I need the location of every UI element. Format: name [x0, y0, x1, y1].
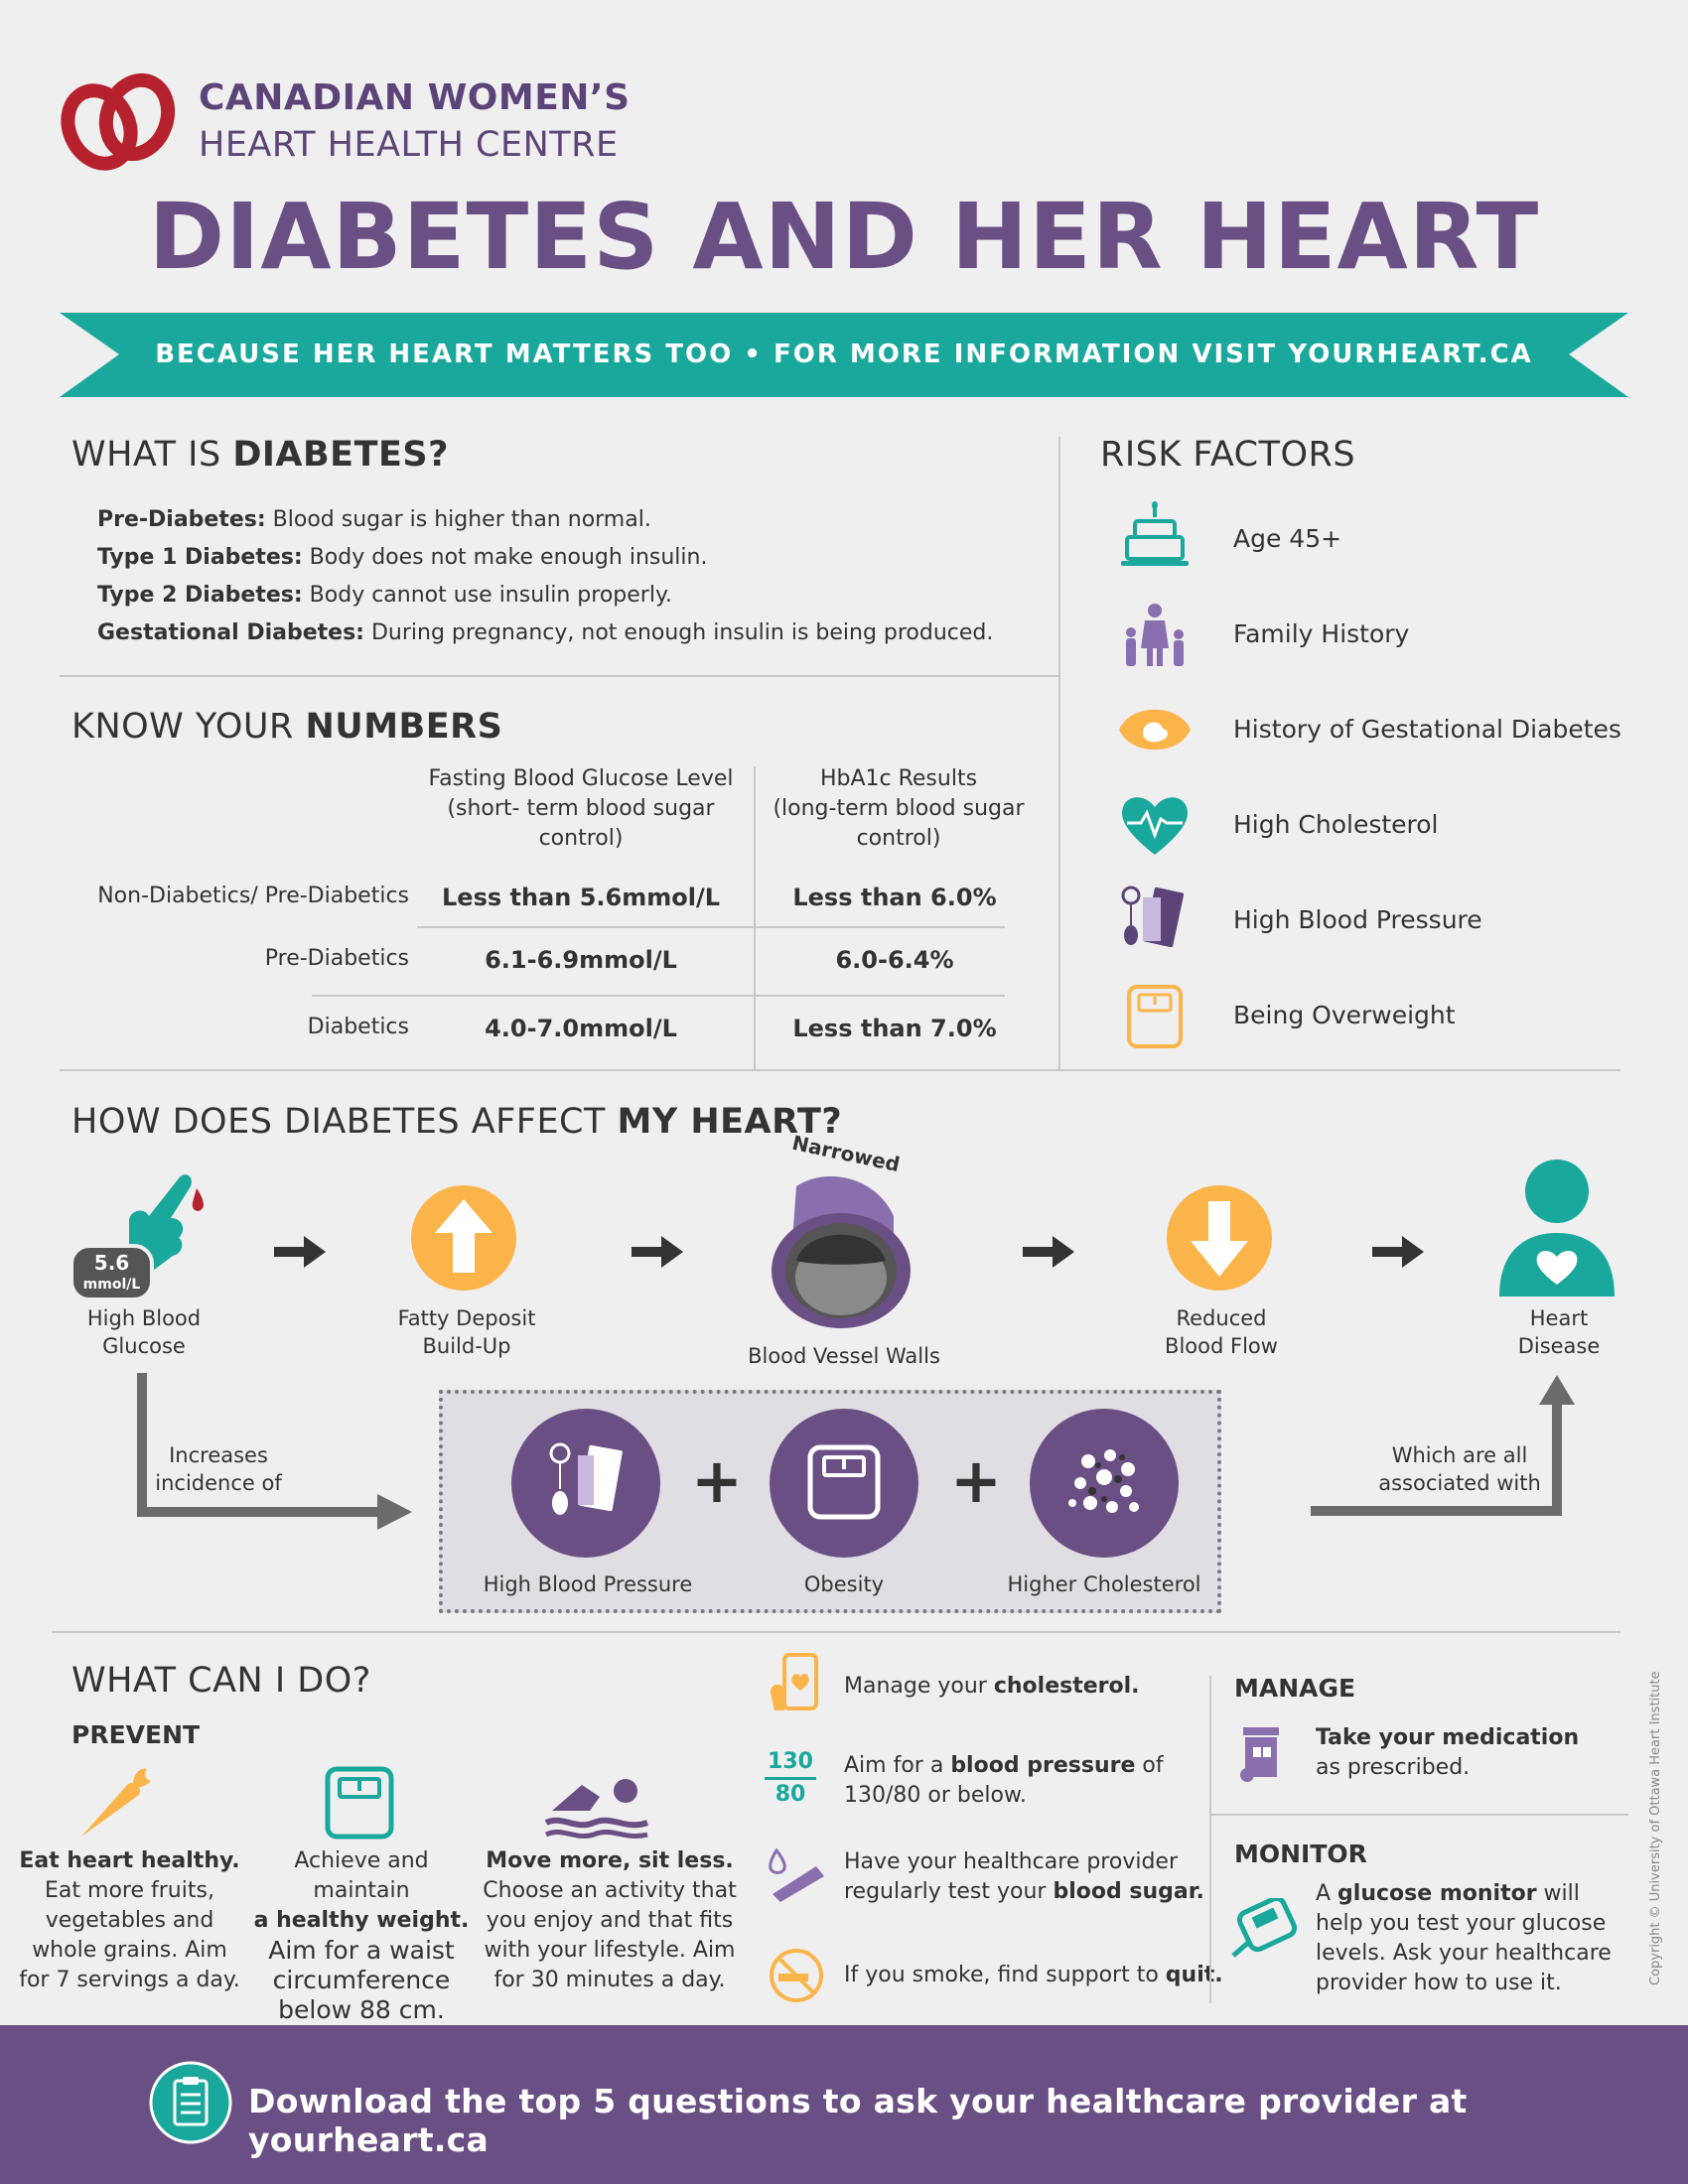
prevent-heading: PREVENT	[71, 1720, 201, 1749]
swimmer-icon	[544, 1779, 649, 1839]
down-arrow-circle-icon	[1167, 1185, 1272, 1291]
prevent-item: Eat heart healthy. Eat more fruits,veget…	[19, 1848, 240, 1992]
family-icon	[1126, 604, 1184, 666]
table-divider	[417, 926, 1005, 928]
definition-item: Type 2 Diabetes: Body cannot use insulin…	[97, 583, 672, 608]
clipboard-icon[interactable]	[149, 2061, 232, 2144]
manage-heading: MANAGE	[1234, 1674, 1356, 1703]
up-arrow-circle-icon	[411, 1185, 516, 1291]
medication-icon	[1240, 1727, 1279, 1782]
arrow-right-icon	[1372, 1236, 1424, 1268]
column-header-fasting: Fasting Blood Glucose Level(short- term …	[428, 766, 734, 851]
monitor-text: A glucose monitor will help you test you…	[1316, 1881, 1612, 1995]
org-name-line2: HEART HEALTH CENTRE	[199, 125, 619, 165]
blood-pressure-monitor-icon	[511, 1409, 660, 1558]
diabetes-definitions: Pre-Diabetes: Blood sugar is higher than…	[97, 501, 993, 652]
page-title: DIABETES AND HER HEART	[148, 184, 1540, 290]
section-title-numbers: KNOW YOUR NUMBERS	[71, 707, 503, 747]
birthday-cake-icon	[1121, 501, 1189, 566]
table-divider	[754, 766, 756, 1070]
org-name-line1: CANADIAN WOMEN’S	[199, 77, 631, 118]
glucose-badge: 5.6 mmol/L	[70, 1244, 154, 1301]
plus-sign: +	[691, 1444, 743, 1517]
no-smoking-icon	[770, 1949, 823, 2002]
table-cell: 6.1-6.9mmol/L	[485, 946, 677, 974]
condition-label: High Blood Pressure	[483, 1572, 693, 1596]
table-divider	[312, 995, 1005, 997]
carrot-icon	[81, 1768, 151, 1837]
scale-icon	[1127, 985, 1183, 1048]
section-title-affect: HOW DOES DIABETES AFFECT MY HEART?	[71, 1102, 843, 1142]
glucose-test-strip-icon	[769, 1847, 824, 1902]
section-title-what-is: WHAT IS DIABETES?	[71, 435, 449, 475]
tip-blood-sugar: Have your healthcare provider regularly …	[844, 1849, 1204, 1904]
section-title-what-can-i-do: WHAT CAN I DO?	[71, 1661, 371, 1701]
divider	[52, 1631, 1620, 1633]
risk-factor-label: High Blood Pressure	[1233, 905, 1482, 934]
section-title-risk: RISK FACTORS	[1100, 435, 1356, 475]
blood-pressure-reading-icon: 130 80	[765, 1747, 816, 1810]
table-row-label: Diabetics	[307, 1015, 409, 1039]
divider	[1209, 1814, 1628, 1816]
person-heart-icon	[1499, 1160, 1615, 1297]
connector-arrow	[1311, 1375, 1575, 1516]
tip-quit-smoking: If you smoke, find support to quit.	[844, 1963, 1223, 1987]
definition-item: Pre-Diabetes: Blood sugar is higher than…	[97, 507, 651, 532]
divider	[1209, 1676, 1211, 2003]
blood-vessel-icon	[772, 1176, 911, 1328]
scale-icon	[770, 1409, 918, 1558]
pregnancy-icon	[1119, 709, 1191, 751]
footer-download-link[interactable]: Download the top 5 questions to ask your…	[248, 2082, 1468, 2159]
step-label: Blood Vessel Walls	[748, 1344, 940, 1368]
table-cell: Less than 6.0%	[792, 884, 997, 911]
table-row-label: Pre-Diabetics	[264, 946, 409, 971]
plus-sign: +	[950, 1444, 1002, 1517]
manage-text: Take your medication as prescribed.	[1316, 1725, 1580, 1780]
tip-cholesterol: Manage your cholesterol.	[844, 1674, 1140, 1699]
divider	[1058, 437, 1060, 1070]
risk-factor-label: History of Gestational Diabetes	[1233, 715, 1621, 744]
glucose-monitor-icon	[1231, 1898, 1298, 1958]
divider	[60, 1069, 1620, 1071]
prevent-item: Move more, sit less. Choose an activity …	[483, 1848, 737, 1992]
table-cell: Less than 7.0%	[792, 1015, 997, 1042]
arrow-right-icon	[1023, 1236, 1074, 1268]
cholesterol-cells-icon	[1030, 1409, 1179, 1558]
table-cell: 6.0-6.4%	[835, 946, 954, 974]
table-cell: Less than 5.6mmol/L	[442, 884, 720, 911]
monitor-heading: MONITOR	[1234, 1840, 1367, 1868]
copyright-notice: Copyright © University of Ottawa Heart I…	[1648, 1671, 1663, 1985]
condition-label: Higher Cholesterol	[1007, 1572, 1201, 1596]
blood-pressure-monitor-icon	[1121, 886, 1185, 948]
prevent-item: Achieve and maintain a healthy weight. A…	[253, 1848, 470, 2024]
banner-text: BECAUSE HER HEART MATTERS TOO • FOR MORE…	[155, 340, 1533, 369]
arrow-right-icon	[274, 1236, 326, 1268]
risk-factor-label: Age 45+	[1233, 524, 1342, 553]
definition-item: Type 1 Diabetes: Body does not make enou…	[97, 545, 708, 570]
footer-bar	[0, 2025, 1688, 2184]
divider	[60, 675, 1058, 677]
scale-icon	[325, 1766, 394, 1840]
table-cell: 4.0-7.0mmol/L	[485, 1015, 677, 1042]
risk-factor-label: High Cholesterol	[1233, 810, 1439, 839]
tip-blood-pressure: Aim for a blood pressure of 130/80 or be…	[844, 1753, 1164, 1808]
condition-label: Obesity	[803, 1572, 885, 1596]
banner-ribbon	[60, 313, 1628, 397]
connector-arrow	[137, 1373, 412, 1530]
heartbeat-icon	[1122, 797, 1188, 855]
definition-item: Gestational Diabetes: During pregnancy, …	[97, 620, 994, 645]
risk-factor-label: Being Overweight	[1233, 1001, 1456, 1029]
heart-logo-icon	[61, 72, 176, 171]
risk-factor-label: Family History	[1233, 619, 1410, 648]
arrow-right-icon	[632, 1236, 683, 1268]
table-row-label: Non-Diabetics/ Pre-Diabetics	[97, 884, 409, 908]
phone-heart-icon	[771, 1653, 818, 1710]
